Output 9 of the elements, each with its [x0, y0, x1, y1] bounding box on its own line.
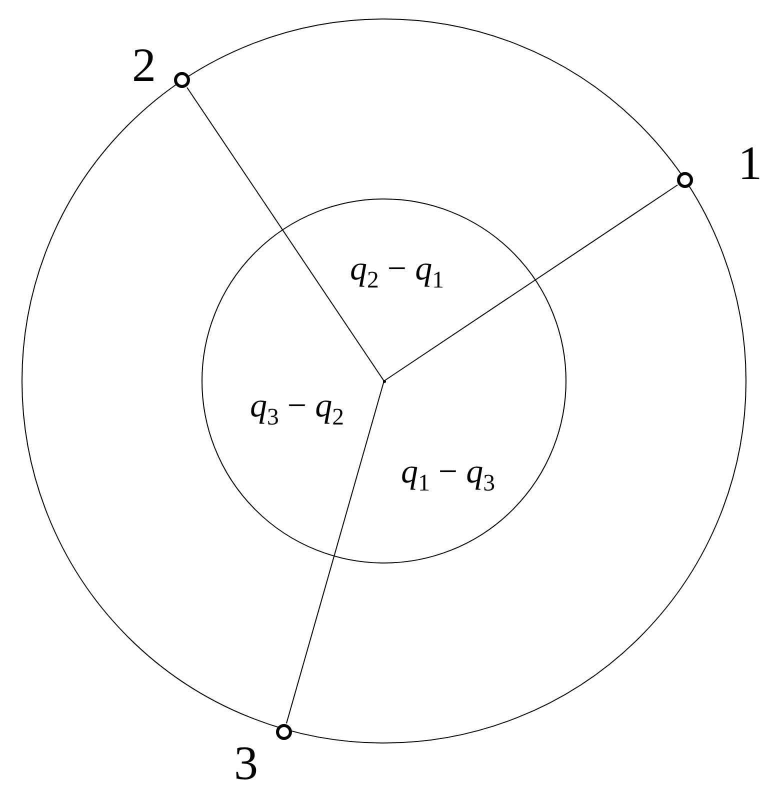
region-label: q$_{1}$ − q$_{3}$	[401, 456, 495, 496]
connector-line	[286, 380, 384, 724]
region-label: q$_{3}$ − q$_{2}$	[250, 390, 344, 430]
connector-line	[186, 86, 384, 382]
region-label: q$_{2}$ − q$_{1}$	[350, 252, 444, 294]
point-label: 3	[234, 740, 258, 788]
connector-line	[384, 184, 678, 382]
point-label: 1	[738, 140, 762, 188]
point-label: 2	[132, 42, 156, 90]
